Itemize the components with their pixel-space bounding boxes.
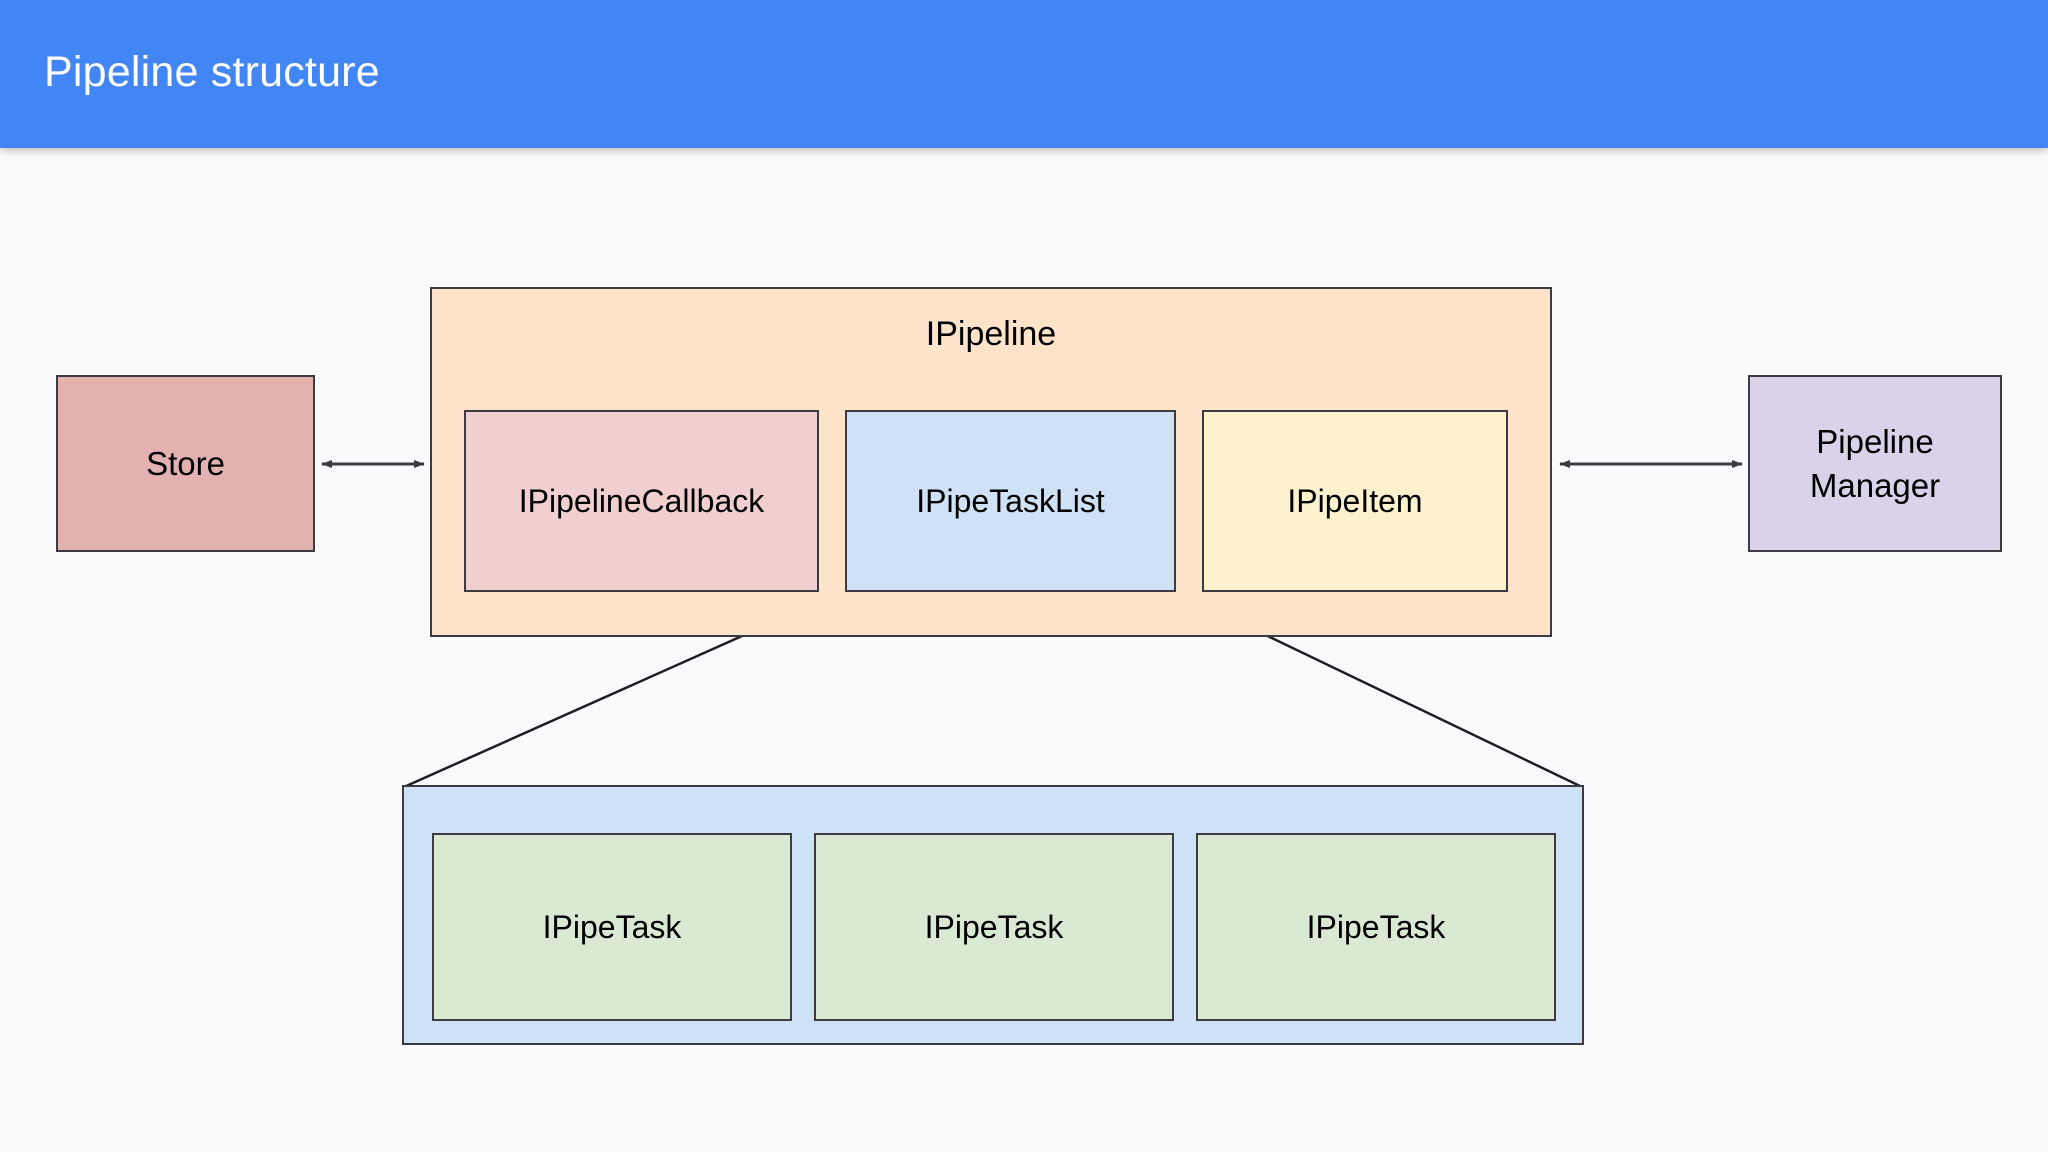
node-pipeline-manager-label: Pipeline Manager (1809, 422, 1941, 504)
node-ipipe-task-list[interactable]: IPipeTaskList (845, 410, 1176, 592)
node-pipeline-manager[interactable]: Pipeline Manager (1748, 375, 2002, 552)
node-ipipe-task[interactable]: IPipeTask (814, 833, 1174, 1021)
node-ipipe-task[interactable]: IPipeTask (432, 833, 792, 1021)
node-ipipeline-label: IPipeline (925, 315, 1057, 353)
node-ipipe-task-label: IPipeTask (924, 909, 1064, 945)
node-ipipeline[interactable]: IPipeline IPipelineCallback IPipeTaskLis… (430, 287, 1552, 637)
node-task-list-group[interactable]: IPipeTask IPipeTask IPipeTask (402, 785, 1584, 1045)
node-ipipeline-callback[interactable]: IPipelineCallback (464, 410, 819, 592)
node-ipipe-task[interactable]: IPipeTask (1196, 833, 1556, 1021)
diagram-canvas: Store Pipeline Manager IPipeline IPipeli… (0, 148, 2048, 1152)
page-title: Pipeline structure (44, 48, 380, 96)
node-ipipeline-callback-label: IPipelineCallback (518, 483, 765, 519)
node-store-label: Store (146, 444, 225, 482)
app-header: Pipeline structure (0, 0, 2048, 148)
node-ipipe-item[interactable]: IPipeItem (1202, 410, 1508, 592)
node-ipipe-task-label: IPipeTask (542, 909, 682, 945)
node-ipipe-task-list-label: IPipeTaskList (916, 483, 1105, 519)
node-store[interactable]: Store (56, 375, 315, 552)
node-ipipe-item-label: IPipeItem (1287, 483, 1423, 519)
node-ipipe-task-label: IPipeTask (1306, 909, 1446, 945)
